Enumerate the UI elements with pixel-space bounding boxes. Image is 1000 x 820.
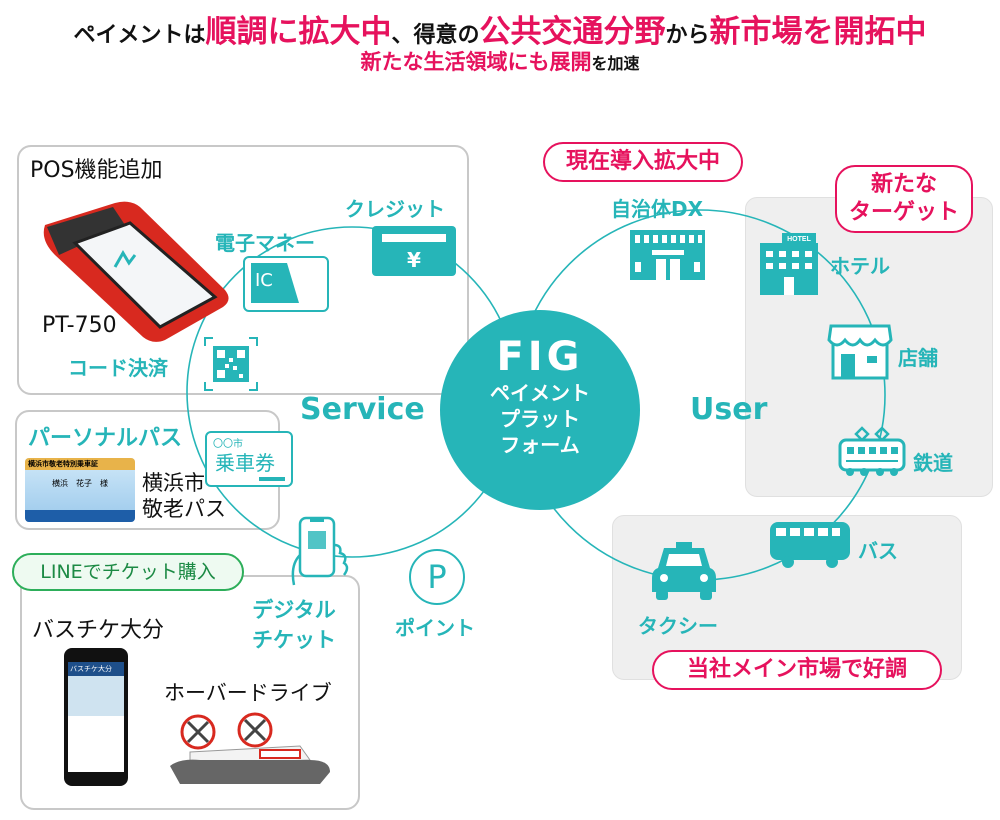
hotel-label: ホテル <box>830 254 890 278</box>
rail-label: 鉄道 <box>913 451 953 475</box>
hotel-icon: HOTEL <box>760 233 818 295</box>
municipal-dx-label: 自治体DX <box>611 197 704 221</box>
fig-logo: FIG <box>496 334 584 380</box>
headline: ペイメントは順調に拡大中、得意の公共交通分野から新市場を開拓中 <box>0 6 1000 51</box>
store-label: 店舗 <box>898 346 938 370</box>
headline-seg: ペイメントは <box>73 23 206 48</box>
ride-ticket-icon: 〇〇市 乗車券 <box>205 431 293 487</box>
taxi-icon <box>652 542 716 600</box>
headline-seg: 、得意の <box>391 23 480 48</box>
new-target-line: 新たな <box>870 172 937 197</box>
pos-model: PT-750 <box>42 313 117 338</box>
hotel-sign: HOTEL <box>787 236 811 243</box>
code-payment-label: コード決済 <box>68 356 168 380</box>
subheadline: 新たな生活領域にも展開を加速 <box>0 46 1000 76</box>
personal-pass-title: パーソナルパス <box>28 426 183 451</box>
digital-ticket-line: デジタル <box>252 598 336 622</box>
emoney-label: 電子マネー <box>215 231 315 255</box>
hub-line: プラット <box>500 407 580 431</box>
digital-ticket-line: チケット <box>252 628 336 652</box>
credit-label: クレジット <box>345 197 445 221</box>
headline-seg: 新市場を開拓中 <box>709 14 927 50</box>
headline-seg: 公共交通分野 <box>479 14 666 50</box>
bus-icon <box>770 522 850 568</box>
municipal-building-icon <box>630 230 705 280</box>
smartphone-app-image: バスチケ大分 <box>64 648 128 786</box>
senior-pass-line: 横浜市 <box>142 471 205 495</box>
main-market-badge: 当社メイン市場で好調 <box>652 650 942 690</box>
bus-ticket-oita-label: バスチケ大分 <box>32 618 165 643</box>
taxi-label: タクシー <box>638 614 718 638</box>
new-target-badge: 新たな ターゲット <box>835 165 973 233</box>
pos-terminal-image <box>43 201 229 342</box>
hub-line: フォーム <box>500 433 580 457</box>
ic-symbol: IC <box>255 270 273 291</box>
smartphone-in-hand-icon <box>291 516 349 586</box>
subheadline-seg: を加速 <box>591 54 640 73</box>
point-label: ポイント <box>395 616 475 640</box>
train-icon <box>838 426 906 476</box>
store-icon <box>827 324 893 380</box>
service-title: Service <box>300 392 425 427</box>
hub-line: ペイメント <box>490 381 590 405</box>
yen-symbol: ¥ <box>407 248 421 272</box>
new-target-line: ターゲット <box>848 200 959 225</box>
headline-seg: 順調に拡大中 <box>205 14 392 50</box>
fig-platform-hub: FIG ペイメント プラット フォーム <box>440 310 640 510</box>
point-symbol: P <box>427 558 447 596</box>
ic-card-icon: IC <box>243 256 329 312</box>
app-screen-title: バスチケ大分 <box>68 662 124 676</box>
card-header: 横浜市敬老特別乗車証 <box>25 458 135 470</box>
expanding-badge: 現在導入拡大中 <box>543 142 743 182</box>
card-holder: 横浜 花子 様 <box>52 479 108 488</box>
senior-pass-card-image: 横浜市敬老特別乗車証 横浜 花子 様 <box>25 458 135 522</box>
hovercraft-image <box>170 712 330 784</box>
point-icon: P <box>409 549 465 605</box>
senior-pass-name: 横浜市 敬老パス <box>142 470 226 522</box>
digital-ticket-label: デジタル チケット <box>252 595 336 655</box>
headline-seg: から <box>665 23 710 48</box>
ticket-city: 〇〇市 <box>213 439 243 450</box>
bus-label: バス <box>858 539 898 563</box>
subheadline-seg: 新たな生活領域にも展開 <box>360 50 592 74</box>
hover-drive-label: ホーバードライブ <box>164 681 332 705</box>
senior-pass-line: 敬老パス <box>142 497 226 521</box>
credit-card-icon: ¥ <box>372 226 456 276</box>
user-title: User <box>690 392 768 427</box>
qr-code-icon <box>204 337 258 391</box>
pos-title: POS機能追加 <box>30 158 163 183</box>
line-ticket-badge: LINEでチケット購入 <box>12 553 244 591</box>
ticket-label: 乗車券 <box>215 451 275 475</box>
